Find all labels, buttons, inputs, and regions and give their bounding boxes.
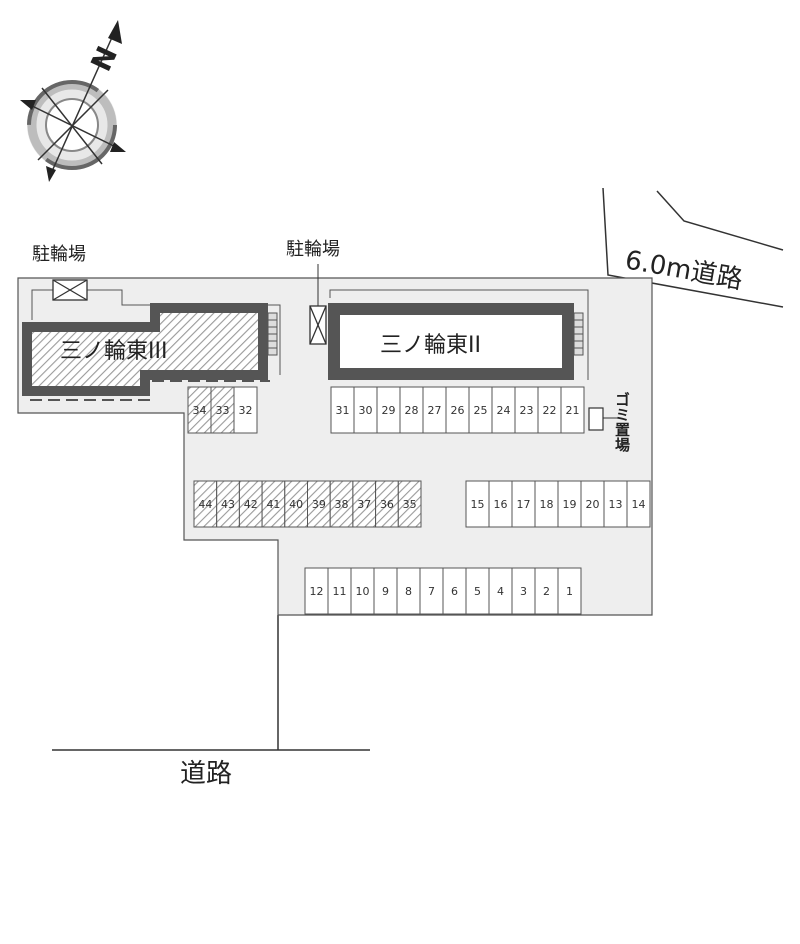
parking-slot-number: 3 [520, 585, 527, 598]
parking-slot-number: 2 [543, 585, 550, 598]
building-west-label: 三ノ輪東III [60, 339, 167, 364]
parking-slot-number: 29 [382, 404, 396, 417]
parking-slot-number: 25 [474, 404, 488, 417]
parking-slot-number: 24 [497, 404, 511, 417]
parking-slot-number: 13 [609, 498, 623, 511]
north-label: N [84, 41, 124, 76]
parking-slot [233, 386, 258, 434]
parking-slot-number: 36 [380, 498, 394, 511]
parking-slot-number: 1 [566, 585, 573, 598]
parking-slot-number: 20 [586, 498, 600, 511]
parking-slot-number: 27 [428, 404, 442, 417]
building-west: 三ノ輪東III [22, 289, 281, 401]
compass-rose-icon: N [20, 20, 126, 182]
parking-slot-number: 28 [405, 404, 419, 417]
bike-parking-west-label: 駐輪場 [32, 244, 86, 265]
garbage-label: ゴミ置場 [613, 391, 631, 453]
parking-slot-number: 6 [451, 585, 458, 598]
parking-slot-number: 9 [382, 585, 389, 598]
parking-slot-number: 30 [359, 404, 373, 417]
parking-slot-number: 35 [403, 498, 417, 511]
parking-slot-number: 31 [336, 404, 350, 417]
parking-slot-number: 44 [198, 498, 212, 511]
building-east: 三ノ輪東II [328, 289, 589, 380]
parking-slot-number: 12 [310, 585, 324, 598]
parking-slot-number: 38 [335, 498, 349, 511]
bike-parking-west: 駐輪場 [32, 244, 88, 301]
parking-slot-number: 7 [428, 585, 435, 598]
parking-slot-number: 42 [244, 498, 258, 511]
parking-slot-number: 23 [520, 404, 534, 417]
parking-slot-number: 32 [239, 404, 253, 417]
parking-slot-number: 39 [312, 498, 326, 511]
parking-slot-number: 17 [517, 498, 531, 511]
parking-slot-number: 19 [563, 498, 577, 511]
building-east-label: 三ノ輪東II [380, 333, 481, 358]
parking-slot-number: 14 [632, 498, 646, 511]
garbage-area: ゴミ置場 [588, 391, 631, 453]
parking-slot-number: 16 [494, 498, 508, 511]
parking-slot-number: 34 [193, 404, 207, 417]
parking-slot-number: 40 [289, 498, 303, 511]
parking-slot [626, 480, 651, 528]
parking-slot-number: 8 [405, 585, 412, 598]
parking-slot [397, 480, 422, 528]
bike-parking-center-label: 駐輪場 [286, 239, 340, 260]
parking-slot [560, 386, 585, 434]
parking-slot-number: 5 [474, 585, 481, 598]
road-south-label: 道路 [180, 759, 232, 789]
parking-slot-number: 33 [216, 404, 230, 417]
parking-slot-number: 21 [566, 404, 580, 417]
parking-slot-number: 41 [266, 498, 280, 511]
parking-slot-number: 10 [356, 585, 370, 598]
parking-slot-number: 22 [543, 404, 557, 417]
bike-parking-center: 駐輪場 [286, 239, 340, 345]
parking-slot-number: 18 [540, 498, 554, 511]
parking-slot-number: 11 [333, 585, 347, 598]
parking-slot-number: 4 [497, 585, 504, 598]
road-edges [52, 187, 784, 751]
parking-slot-number: 37 [357, 498, 371, 511]
parking-slot-number: 15 [471, 498, 485, 511]
parking-slot-number: 26 [451, 404, 465, 417]
parking-slot-number: 43 [221, 498, 235, 511]
parking-slot [557, 567, 582, 615]
